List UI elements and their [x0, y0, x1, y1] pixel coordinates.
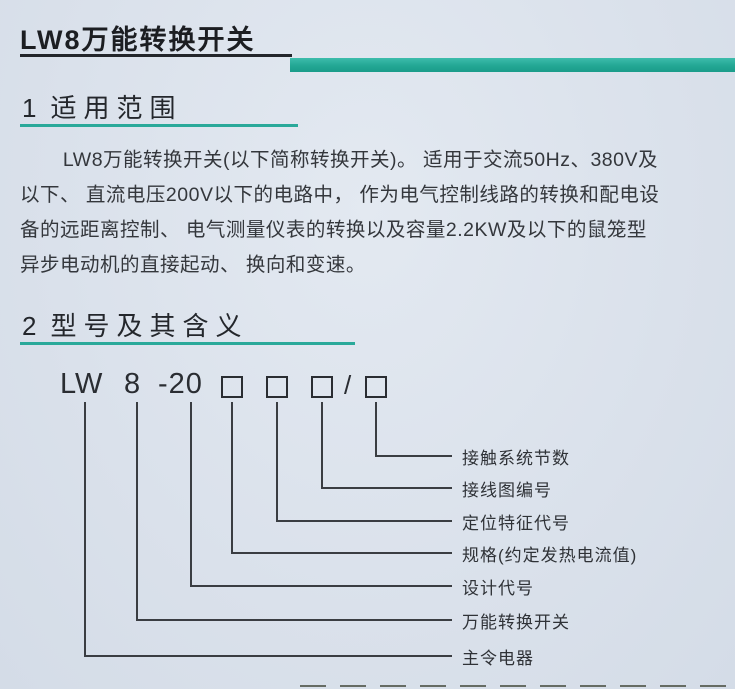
- connector-line: [84, 655, 452, 657]
- model-series-text: LW: [60, 368, 104, 400]
- diagram-label-master-apparatus: 主令电器: [462, 649, 534, 668]
- paragraph-line: 备的远距离控制、 电气测量仪表的转换以及容量2.2KW及以下的鼠笼型: [20, 219, 647, 241]
- diagram-label-design-code: 设计代号: [462, 579, 534, 598]
- connector-line: [136, 619, 452, 621]
- diagram-label-position-feature: 定位特征代号: [462, 514, 570, 533]
- model-placeholder-box: [365, 376, 387, 398]
- paragraph-line: 异步电动机的直接起动、 换向和变速。: [20, 254, 366, 276]
- page-title: LW8万能转换开关: [20, 25, 256, 55]
- diagram-label-contact-sections: 接触系统节数: [462, 449, 570, 468]
- model-placeholder-box: [221, 376, 243, 398]
- connector-line: [276, 520, 452, 522]
- connector-line: [190, 585, 452, 587]
- section-1-underline: [20, 124, 298, 127]
- section-1-number: 1: [22, 93, 37, 123]
- model-frame-text: 8: [124, 368, 142, 400]
- connector-line: [375, 455, 452, 457]
- model-separator-text: /: [344, 370, 353, 400]
- connector-line: [321, 402, 323, 487]
- diagram-label-rated-current: 规格(约定发热电流值): [462, 546, 638, 565]
- title-underline: [20, 54, 292, 57]
- section-1-heading: 1 适用范围: [22, 88, 182, 125]
- scan-artifact-line: [300, 685, 735, 687]
- diagram-label-wiring-number: 接线图编号: [462, 481, 552, 500]
- connector-line: [84, 402, 86, 655]
- connector-line: [231, 402, 233, 552]
- model-design-text: -20: [158, 368, 203, 400]
- section-2-number: 2: [22, 311, 37, 341]
- connector-line: [321, 487, 452, 489]
- connector-line: [136, 402, 138, 619]
- paragraph-line: LW8万能转换开关(以下简称转换开关)。 适用于交流50Hz、380V及: [62, 149, 659, 171]
- connector-line: [375, 402, 377, 455]
- section-2-underline: [20, 342, 355, 345]
- applicability-paragraph: LW8万能转换开关(以下简称转换开关)。 适用于交流50Hz、380V及 以下、…: [20, 143, 722, 283]
- header-accent-bar: [290, 58, 735, 72]
- connector-line: [231, 552, 452, 554]
- section-2-title: 型号及其含义: [50, 311, 249, 341]
- model-placeholder-box: [311, 376, 333, 398]
- section-1-title: 适用范围: [50, 93, 183, 123]
- connector-line: [276, 402, 278, 520]
- model-code-diagram: LW 8 -20 / 接触系统节数 接线图编号 定位特征代号 规格(约定发热电流…: [0, 362, 735, 682]
- connector-line: [190, 402, 192, 585]
- section-2-heading: 2 型号及其含义: [22, 306, 248, 343]
- paragraph-line: 以下、 直流电压200V以下的电路中， 作为电气控制线路的转换和配电设: [20, 184, 660, 206]
- model-placeholder-box: [266, 376, 288, 398]
- diagram-label-universal-switch: 万能转换开关: [462, 613, 570, 632]
